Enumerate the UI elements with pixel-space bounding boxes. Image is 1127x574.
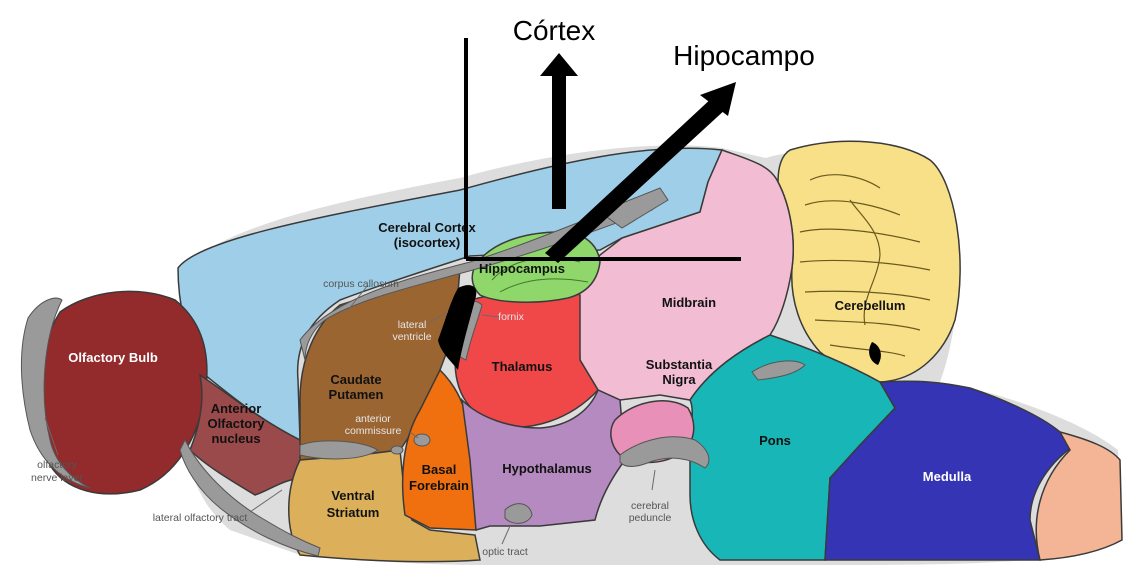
label-hypothalamus: Hypothalamus — [502, 461, 592, 476]
label-anterior-olfactory-1: Anterior — [211, 401, 262, 416]
label-cerebral-cortex: Cerebral Cortex — [378, 220, 476, 235]
label-caudate-putamen-1: Caudate — [330, 372, 381, 387]
label-anterior-olfactory-2: Olfactory — [207, 416, 265, 431]
label-basal-forebrain-1: Basal — [422, 462, 457, 477]
note-cerebral-peduncle-1: cerebral — [631, 500, 669, 512]
overlay-cortex-arrow-shaft — [552, 74, 566, 209]
note-lateral-olfactory-tract: lateral olfactory tract — [153, 512, 248, 524]
label-ventral-striatum-1: Ventral — [331, 488, 374, 503]
label-olfactory-bulb: Olfactory Bulb — [68, 350, 158, 365]
label-hippocampus: Hippocampus — [479, 261, 565, 276]
overlay-hippocampus-label: Hipocampo — [673, 40, 815, 71]
note-fornix: fornix — [498, 311, 524, 323]
label-substantia-nigra-1: Substantia — [646, 357, 713, 372]
note-anterior-commissure-2: commissure — [345, 425, 402, 437]
overlay-cortex-arrow-head — [540, 53, 578, 76]
note-lateral-ventricle-1: lateral — [398, 319, 427, 331]
note-optic-tract: optic tract — [482, 546, 528, 558]
label-medulla: Medulla — [923, 469, 972, 484]
optic-tract-blob — [505, 504, 532, 524]
label-substantia-nigra-2: Nigra — [662, 372, 696, 387]
note-olfactory-nerve-2: nerve layer — [31, 472, 83, 484]
anterior-commissure-node-2 — [391, 446, 403, 454]
label-cerebellum: Cerebellum — [835, 298, 906, 313]
label-ventral-striatum-2: Striatum — [327, 505, 380, 520]
note-olfactory-nerve-1: olfactory — [37, 459, 77, 471]
note-lateral-ventricle-2: ventricle — [392, 331, 431, 343]
note-cerebral-peduncle-2: peduncle — [629, 512, 672, 524]
label-midbrain: Midbrain — [662, 295, 716, 310]
label-basal-forebrain-2: Forebrain — [409, 478, 469, 493]
note-anterior-commissure-1: anterior — [355, 413, 391, 425]
label-caudate-putamen-2: Putamen — [329, 387, 384, 402]
overlay-cortex-label: Córtex — [513, 15, 595, 46]
note-corpus-callosum: corpus callosum — [323, 278, 399, 290]
label-pons: Pons — [759, 433, 791, 448]
label-cerebral-cortex-2: (isocortex) — [394, 235, 460, 250]
anterior-commissure-node — [414, 434, 430, 446]
label-thalamus: Thalamus — [492, 359, 553, 374]
label-anterior-olfactory-3: nucleus — [211, 431, 260, 446]
